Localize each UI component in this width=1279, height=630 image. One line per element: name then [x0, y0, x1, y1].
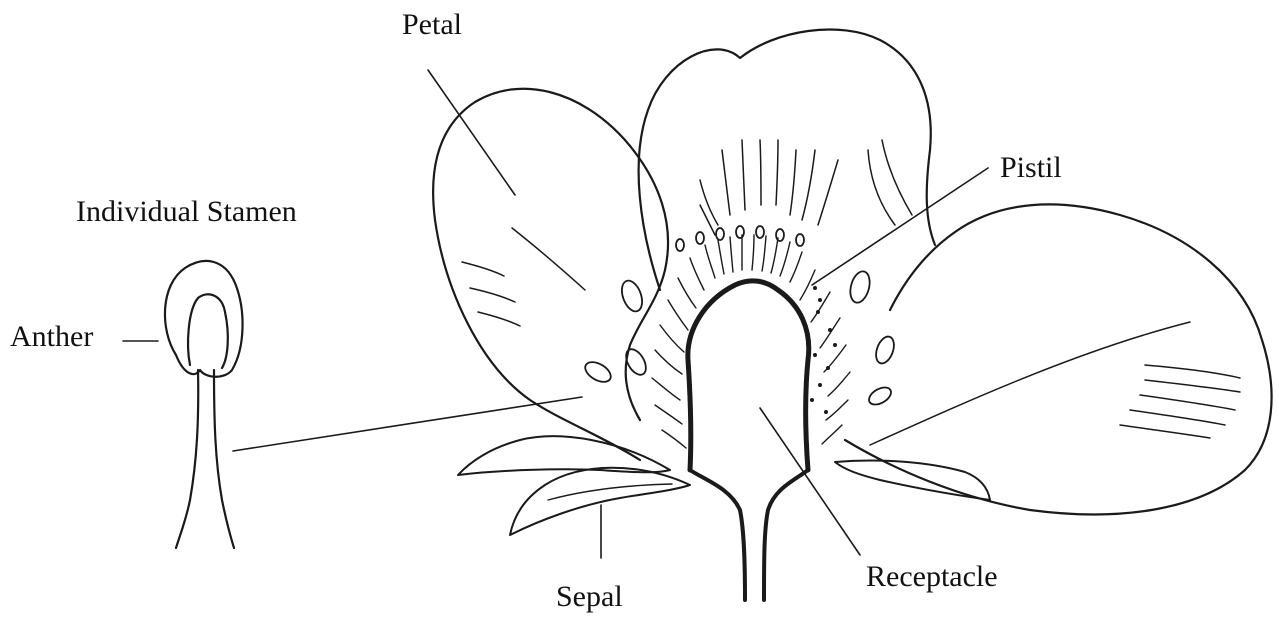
receptacle-leader	[760, 408, 860, 555]
anther-label: Anther	[10, 322, 93, 352]
individual-stamen-label: Individual Stamen	[76, 197, 297, 227]
sepals	[458, 436, 990, 535]
petal-leader	[428, 70, 515, 195]
sepal-left-lower	[510, 468, 690, 535]
anther-inner	[188, 294, 228, 368]
anther-outer	[165, 261, 243, 377]
stamen-leader	[233, 397, 582, 451]
petal-right	[845, 204, 1272, 514]
leader-lines	[123, 70, 988, 558]
filament-right	[214, 370, 234, 548]
petal-label: Petal	[402, 10, 462, 40]
petal-left	[433, 89, 668, 460]
individual-stamen-drawing	[165, 261, 243, 548]
petal-top	[639, 30, 935, 290]
pistil-dots	[810, 286, 837, 414]
filament-left	[176, 370, 198, 548]
pistil-label: Pistil	[1000, 153, 1062, 183]
sepal-label: Sepal	[556, 582, 623, 612]
receptacle-label: Receptacle	[866, 562, 998, 592]
receptacle-drawing	[688, 281, 809, 600]
